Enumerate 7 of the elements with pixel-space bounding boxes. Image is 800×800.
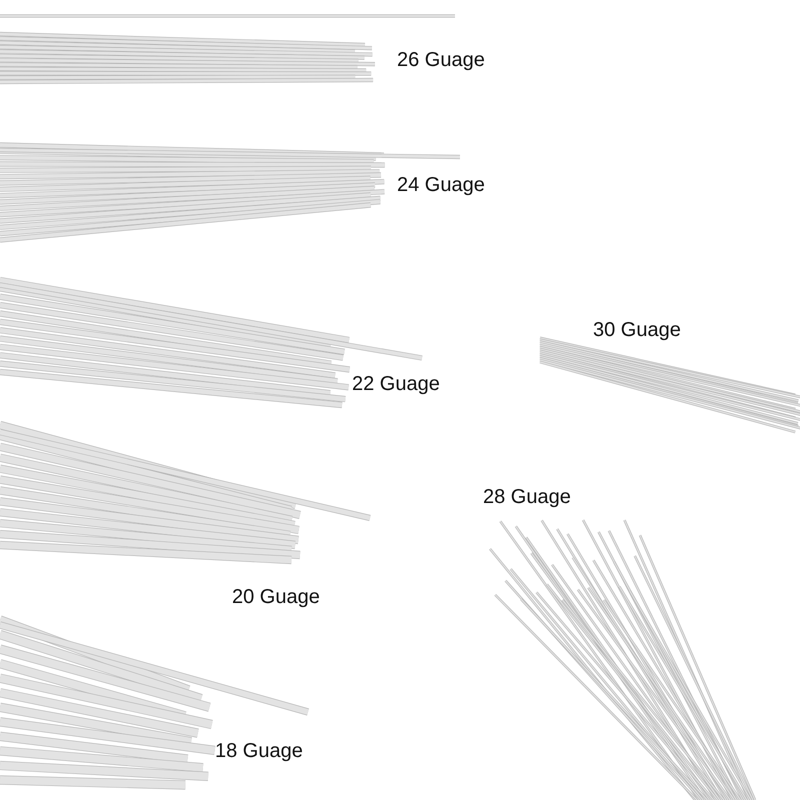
gauge-label: 20 Guage xyxy=(232,587,320,607)
gauge-label: 26 Guage xyxy=(397,50,485,70)
gauge-label: 28 Guage xyxy=(483,487,571,507)
gauge-label: 30 Guage xyxy=(593,320,681,340)
gauge-label: 22 Guage xyxy=(352,374,440,394)
gauge-label: 18 Guage xyxy=(215,741,303,761)
gauge-label: 24 Guage xyxy=(397,175,485,195)
